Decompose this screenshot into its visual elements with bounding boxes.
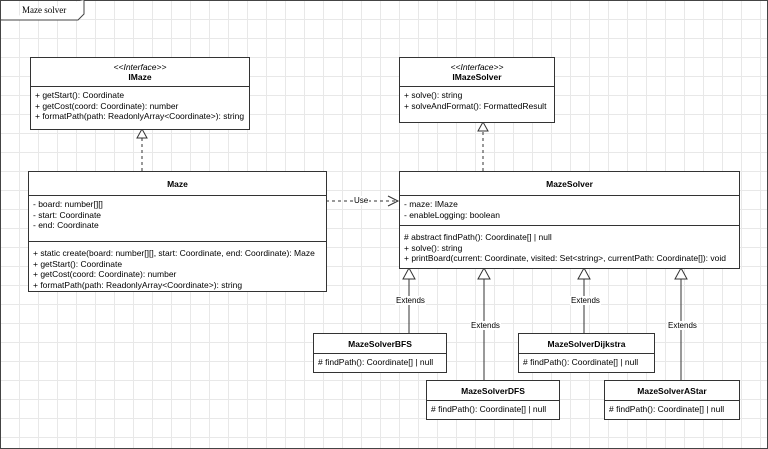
class-name: Maze [167, 178, 188, 189]
class-name: MazeSolverDFS [461, 385, 525, 396]
method: # abstract findPath(): Coordinate[] | nu… [404, 232, 552, 242]
method: + formatPath(path: ReadonlyArray<Coordin… [35, 111, 245, 121]
method: + formatPath(path: ReadonlyArray<Coordin… [33, 279, 243, 290]
method: + solve(): string [404, 242, 463, 253]
class-mazesolver-dijkstra[interactable]: MazeSolverDijkstra # findPath(): Coordin… [518, 333, 655, 373]
method: # findPath(): Coordinate[] | null [431, 404, 547, 414]
method: + getCost(coord: Coordinate): number [35, 100, 179, 111]
class-name: MazeSolverBFS [348, 338, 412, 349]
method: + getCost(coord: Coordinate): number [33, 269, 177, 279]
class-maze[interactable]: Maze - board: number[][]- start: Coordin… [28, 171, 327, 292]
frame-tab [0, 0, 85, 21]
triangle-imazesolver [477, 120, 489, 132]
class-mazesolver-dfs[interactable]: MazeSolverDFS # findPath(): Coordinate[]… [426, 380, 560, 420]
method: # findPath(): Coordinate[] | null [318, 357, 434, 367]
class-mazesolver[interactable]: MazeSolver - maze: IMaze- enableLogging:… [399, 171, 740, 269]
class-name: MazeSolver [546, 178, 593, 189]
class-imaze[interactable]: <<Interface>>IMaze + getStart(): Coordin… [30, 57, 250, 130]
attribute: - board: number[][] [33, 199, 103, 209]
extends-label-bfs: Extends [395, 296, 426, 305]
method: + static create(board: number[][], start… [33, 248, 315, 258]
class-name: MazeSolverDijkstra [547, 338, 626, 349]
use-arrowhead [387, 195, 400, 207]
class-mazesolver-bfs[interactable]: MazeSolverBFS # findPath(): Coordinate[]… [313, 333, 447, 373]
extends-label-astar: Extends [667, 321, 698, 330]
class-name: IMazeSolver [452, 72, 502, 82]
attribute: - maze: IMaze [404, 199, 458, 209]
method: + getStart(): Coordinate [35, 90, 125, 100]
method: + getStart(): Coordinate [33, 258, 123, 269]
method: # findPath(): Coordinate[] | null [523, 357, 639, 367]
frame-title: Maze solver [22, 5, 67, 15]
use-label: Use [353, 196, 370, 205]
attribute: - start: Coordinate [33, 209, 102, 220]
class-imazesolver[interactable]: <<Interface>>IMazeSolver + solve(): stri… [399, 57, 555, 123]
triangle-imaze [136, 127, 148, 139]
method: + solve(): string [404, 90, 463, 100]
extends-label-dfs: Extends [470, 321, 501, 330]
class-name: IMaze [128, 72, 152, 82]
class-name: MazeSolverAStar [637, 385, 707, 396]
method: + printBoard(current: Coordinate, visite… [404, 253, 726, 263]
extends-label-dijkstra: Extends [570, 296, 601, 305]
stereotype: <<Interface>> [113, 62, 167, 72]
attribute: - enableLogging: boolean [404, 209, 500, 220]
method: # findPath(): Coordinate[] | null [609, 404, 725, 414]
class-mazesolver-astar[interactable]: MazeSolverAStar # findPath(): Coordinate… [604, 380, 740, 420]
stereotype: <<Interface>> [450, 62, 504, 72]
attribute: - end: Coordinate [33, 220, 99, 230]
method: + solveAndFormat(): FormattedResult [404, 100, 547, 111]
